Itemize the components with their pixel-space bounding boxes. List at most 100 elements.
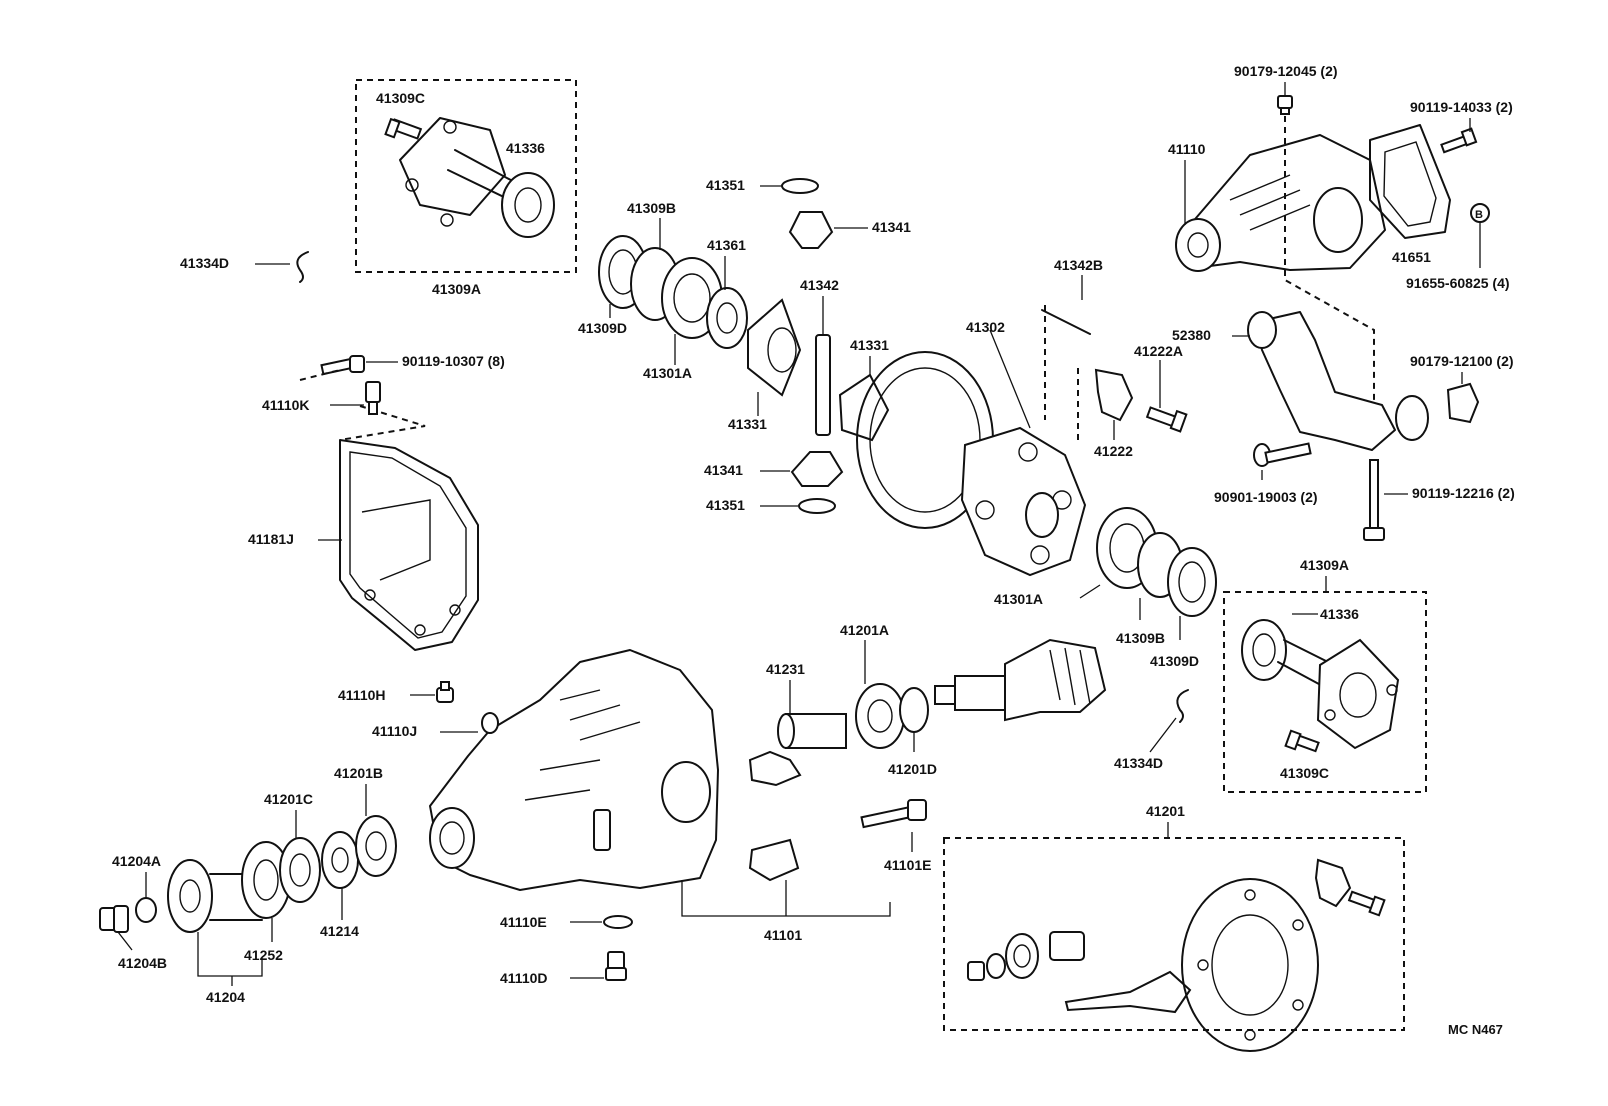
bolt-41309C-right[interactable]	[1284, 729, 1320, 753]
label-41302: 41302	[966, 319, 1005, 335]
bearing-41201A[interactable]	[855, 683, 905, 749]
diagram-id: MC N467	[1448, 1022, 1503, 1037]
pinion-41201-kit[interactable]	[1064, 970, 1192, 1014]
oil-slinger-41214[interactable]	[321, 831, 359, 889]
gasket-41651[interactable]	[1369, 124, 1451, 239]
pin-41342B[interactable]	[1041, 309, 1091, 335]
bearing-41361[interactable]	[706, 287, 748, 349]
label-41309C-right: 41309C	[1280, 765, 1329, 781]
gear-41341-top[interactable]	[788, 211, 834, 249]
label-90119-10307: 90119-10307 (8)	[402, 353, 505, 369]
breather-41110K[interactable]	[365, 381, 381, 415]
bearing-41201B[interactable]	[355, 815, 397, 877]
gear-41331-left[interactable]	[747, 298, 802, 397]
label-41334D-left: 41334D	[180, 255, 229, 271]
label-41204: 41204	[206, 989, 245, 1005]
clip-41334D-left[interactable]	[296, 251, 309, 283]
nut-41201-kit[interactable]	[967, 961, 985, 981]
bolt-41309C-left[interactable]	[384, 117, 423, 140]
bearing-41201-kit[interactable]	[1005, 933, 1039, 979]
label-90179-12045: 90179-12045 (2)	[1234, 63, 1338, 79]
label-41110D: 41110D	[500, 970, 548, 986]
label-41331-lower: 41331	[728, 416, 767, 432]
bearing-cap-upper[interactable]	[748, 750, 802, 787]
seal-41309D-right[interactable]	[1167, 547, 1217, 617]
label-41651: 41651	[1392, 249, 1431, 265]
clip-41334D-right[interactable]	[1176, 689, 1189, 723]
label-41331-upper: 41331	[850, 337, 889, 353]
label-41201D: 41201D	[888, 761, 937, 777]
label-41101E: 41101E	[884, 857, 932, 873]
bolt-90119-14033[interactable]	[1440, 127, 1478, 154]
washer-41204A[interactable]	[135, 897, 157, 923]
lock-plate-41222[interactable]	[1094, 368, 1134, 422]
spacer-41201-kit[interactable]	[1049, 931, 1085, 961]
shaft-41342[interactable]	[815, 334, 831, 436]
label-41341-top: 41341	[872, 219, 911, 235]
gear-41331-right[interactable]	[838, 373, 890, 442]
kit-41309A-left	[355, 79, 577, 273]
companion-flange-41204[interactable]	[167, 859, 263, 933]
label-41334D-right: 41334D	[1114, 755, 1163, 771]
label-41342: 41342	[800, 277, 839, 293]
label-41351-bottom: 41351	[706, 497, 745, 513]
label-41181J: 41181J	[248, 531, 294, 547]
bolt-41201-kit[interactable]	[1347, 890, 1386, 917]
label-90901-19003: 90901-19003 (2)	[1214, 489, 1318, 505]
support-52380[interactable]	[1255, 311, 1396, 451]
ring-gear-41201-kit[interactable]	[1181, 878, 1319, 1052]
nut-41204B[interactable]	[99, 905, 129, 933]
clip-90179-12100[interactable]	[1446, 382, 1480, 424]
lock-plate-41201-kit[interactable]	[1314, 858, 1352, 908]
label-41309A-right: 41309A	[1300, 557, 1349, 573]
bolt-90119-12216[interactable]	[1363, 459, 1385, 541]
label-41336-top: 41336	[506, 140, 545, 156]
pinion-gear-41201A[interactable]	[934, 638, 1107, 722]
washer-41351-bottom[interactable]	[798, 498, 836, 514]
label-41342B: 41342B	[1054, 257, 1103, 273]
label-41204A: 41204A	[112, 853, 161, 869]
spacer-41231[interactable]	[777, 713, 847, 749]
label-41201C: 41201C	[264, 791, 313, 807]
washer-41351-top[interactable]	[781, 178, 819, 194]
plug-41110H[interactable]	[436, 681, 454, 703]
label-41101: 41101	[764, 927, 802, 943]
label-41222: 41222	[1094, 443, 1133, 459]
washer-41201-kit[interactable]	[986, 953, 1006, 979]
flange-41336-left[interactable]	[399, 117, 506, 216]
label-41309C-top: 41309C	[376, 90, 425, 106]
bolt-41101E[interactable]	[860, 799, 927, 829]
bolt-90179-12045[interactable]	[1277, 95, 1293, 115]
label-52380: 52380	[1172, 327, 1211, 343]
flange-41336-right[interactable]	[1316, 638, 1400, 750]
label-41309B-right: 41309B	[1116, 630, 1165, 646]
label-41201: 41201	[1146, 803, 1185, 819]
seal-41336-right[interactable]	[1241, 619, 1287, 681]
plug-41110D[interactable]	[605, 951, 627, 981]
carrier-41101[interactable]	[429, 649, 719, 891]
gasket-41110E[interactable]	[603, 915, 633, 929]
label-41309D-left: 41309D	[578, 320, 627, 336]
seal-41336-left[interactable]	[501, 172, 555, 238]
label-41309D-right: 41309D	[1150, 653, 1199, 669]
cover-41181J[interactable]	[339, 439, 479, 651]
bolt-41222A[interactable]	[1145, 406, 1188, 433]
washer-letter: B	[1475, 209, 1483, 221]
diff-case-41302[interactable]	[960, 426, 1087, 577]
label-41110J: 41110J	[372, 723, 417, 739]
label-41252: 41252	[244, 947, 283, 963]
bearing-41201C[interactable]	[279, 837, 321, 903]
gear-41341-bottom[interactable]	[790, 451, 844, 487]
bolt-90119-10307[interactable]	[320, 355, 365, 376]
label-41231: 41231	[766, 661, 805, 677]
label-41204B: 41204B	[118, 955, 167, 971]
gasket-41110J[interactable]	[481, 712, 499, 734]
bolt-90901-19003[interactable]	[1253, 442, 1312, 467]
kit-41201	[943, 837, 1405, 1052]
bearing-cap-lower[interactable]	[748, 838, 800, 882]
label-41341-bottom: 41341	[704, 462, 743, 478]
label-41201B: 41201B	[334, 765, 383, 781]
shim-41201D[interactable]	[899, 687, 929, 733]
kit-41309A-right-box	[1223, 591, 1427, 793]
